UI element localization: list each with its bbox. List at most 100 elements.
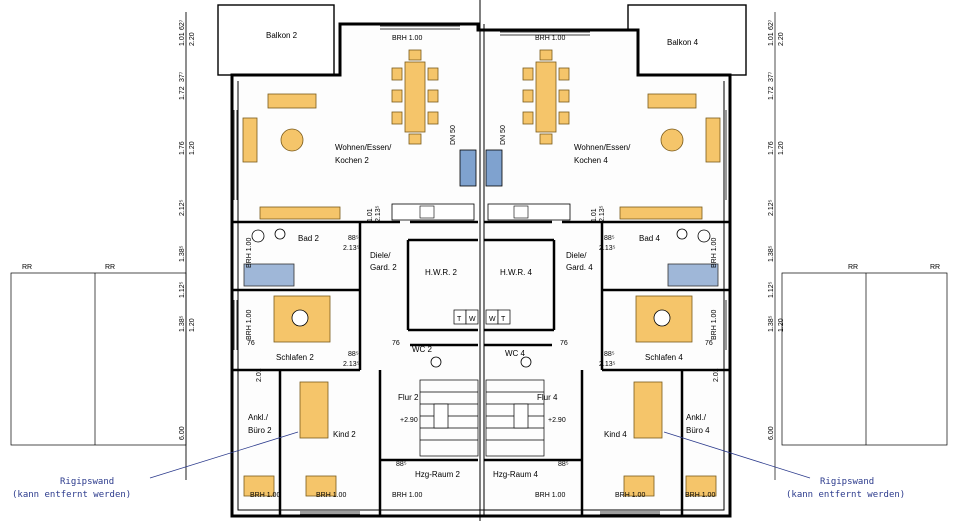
dimension-annotation: 88⁵ (396, 461, 407, 468)
stairs-4 (485, 379, 545, 457)
room-diele-4-line1: Diele/ (566, 251, 587, 260)
dim-right-9: 1.12⁵ (768, 281, 775, 298)
level-marker-4: +2.90 (548, 417, 566, 424)
dimension-annotation: 76 (560, 340, 568, 347)
room-ankl-4-line2: Büro 4 (686, 426, 710, 435)
room-balkon-2: Balkon 2 (266, 31, 298, 40)
sideboards (259, 206, 703, 220)
rr-label-left-2: RR (105, 264, 115, 271)
rigips-note-left: Rigipswand (kann entfernt werden) (12, 431, 299, 500)
dim-right-2: 2.20 (778, 32, 785, 46)
dim-left-12: 6.00 (179, 426, 186, 440)
dim-right-11: 1.20 (778, 318, 785, 332)
room-diele-2-line2: Gard. 2 (370, 263, 397, 272)
dn-label-4: DN 50 (500, 125, 507, 145)
desks (243, 475, 717, 497)
rigips-note-right: Rigipswand (kann entfernt werden) (663, 431, 905, 500)
door-dims-unit-4: 88⁵ 2.13⁵ 88⁵ 2.13⁵ 76 76 88⁵ 1.01 2.13⁵… (558, 205, 720, 468)
brh-ankl-2: BRH 1.00 (250, 492, 280, 499)
room-hzg-4: Hzg-Raum 4 (493, 470, 538, 479)
brh-schlafen-4: BRH 1.00 (711, 310, 718, 340)
dimension-annotation: 2.01 (713, 368, 720, 382)
dim-left-4: 37⁷ (179, 71, 186, 82)
room-flur-2: Flur 2 (398, 393, 419, 402)
dim-right-0: 62⁷ (768, 19, 775, 30)
sofa-4 (647, 93, 721, 163)
dimension-annotation: 2.13⁵ (375, 205, 382, 222)
windows (233, 25, 730, 515)
brh-bad-4: BRH 1.00 (711, 238, 718, 268)
dimension-annotation: 2.13⁵ (599, 205, 606, 222)
level-marker-2: +2.90 (400, 417, 418, 424)
dim-left-9: 1.12⁵ (179, 281, 186, 298)
walls-unit-2 (232, 220, 478, 516)
dim-left-11: 1.20 (189, 318, 196, 332)
washer-dryer-2: T W (453, 309, 479, 325)
building-outline (230, 0, 732, 521)
dimension-annotation: 88⁵ (348, 235, 359, 242)
dimension-annotation: 2.13⁵ (599, 361, 616, 368)
rr-label-right-1: RR (848, 264, 858, 271)
dim-right-3: 1.72 (768, 86, 775, 100)
rigips-left-line2: (kann entfernt werden) (12, 490, 131, 500)
dimension-annotation: 1.01 (591, 208, 598, 222)
washer-label-2: W (469, 316, 476, 323)
dimension-labels-right: 62⁷ 1.01 2.20 1.72 37⁷ 1.76 1.20 2.12⁵ 1… (768, 19, 785, 440)
brh-wohnen-4: BRH 1.00 (535, 35, 565, 42)
dimension-labels-left: 62⁷ 1.01 2.20 1.72 37⁷ 1.76 1.20 2.12⁵ 1… (179, 19, 196, 440)
room-wohnen-2-line1: Wohnen/Essen/ (335, 143, 392, 152)
dim-left-10: 1.38⁵ (179, 315, 186, 332)
rr-label-left-1: RR (22, 264, 32, 271)
balcony-2 (217, 4, 335, 76)
dryer-label-4: T (501, 316, 506, 323)
door-dims-unit-2: 88⁵ 2.13⁵ 88⁵ 2.13⁵ 76 76 88⁵ 1.01 2.13⁵… (247, 205, 407, 468)
rigips-right-line1: Rigipswand (820, 477, 874, 487)
dimension-annotation: 1.01 (367, 208, 374, 222)
room-flur-4: Flur 4 (537, 393, 558, 402)
dim-left-7: 2.12⁵ (179, 199, 186, 216)
room-balkon-4: Balkon 4 (667, 38, 699, 47)
rr-label-right-2: RR (930, 264, 940, 271)
kitchen-2 (391, 149, 477, 221)
sofa-2 (242, 93, 317, 163)
brh-bad-2: BRH 1.00 (246, 238, 253, 268)
dim-right-4: 37⁷ (768, 71, 775, 82)
dim-left-1: 1.01 (179, 32, 186, 46)
side-elevation-right: RR RR (781, 264, 948, 446)
dim-right-1: 1.01 (768, 32, 775, 46)
bathtub-2 (243, 263, 295, 287)
dimension-annotation: 2.13⁵ (343, 245, 360, 252)
dim-right-6: 1.20 (778, 141, 785, 155)
dn-label-2: DN 50 (450, 125, 457, 145)
dimension-annotation: 88⁵ (604, 235, 615, 242)
bath-fixtures (251, 228, 711, 368)
dimension-annotation: 2.01 (256, 368, 263, 382)
room-hzg-2: Hzg-Raum 2 (415, 470, 460, 479)
room-ankl-2-line1: Ankl./ (248, 413, 269, 422)
brh-hzg-2: BRH 1.00 (392, 492, 422, 499)
dimension-annotation: 2.13⁵ (343, 361, 360, 368)
dim-right-7: 2.12⁵ (768, 199, 775, 216)
child-beds (299, 381, 663, 439)
room-diele-2-line1: Diele/ (370, 251, 391, 260)
room-diele-4-line2: Gard. 4 (566, 263, 593, 272)
dim-left-5: 1.76 (179, 141, 186, 155)
room-ankl-4-line1: Ankl./ (686, 413, 707, 422)
dim-right-5: 1.76 (768, 141, 775, 155)
room-wohnen-4-line1: Wohnen/Essen/ (574, 143, 631, 152)
washer-dryer-4: W T (485, 309, 511, 325)
dim-left-3: 1.72 (179, 86, 186, 100)
dim-left-2: 2.20 (189, 32, 196, 46)
dim-left-6: 1.20 (189, 141, 196, 155)
dryer-label-2: T (457, 316, 462, 323)
brh-schlafen-2: BRH 1.00 (246, 310, 253, 340)
dim-left-0: 62⁷ (179, 19, 186, 30)
room-hwr-4: H.W.R. 4 (500, 268, 533, 277)
bed-4 (635, 295, 693, 343)
dimension-annotation: 2.13⁵ (599, 245, 616, 252)
stairs-2 (419, 379, 479, 457)
side-elevation-left: RR RR (10, 264, 187, 446)
dimension-annotation: 76 (247, 340, 255, 347)
room-kind-4: Kind 4 (604, 430, 627, 439)
room-hwr-2: H.W.R. 2 (425, 268, 458, 277)
